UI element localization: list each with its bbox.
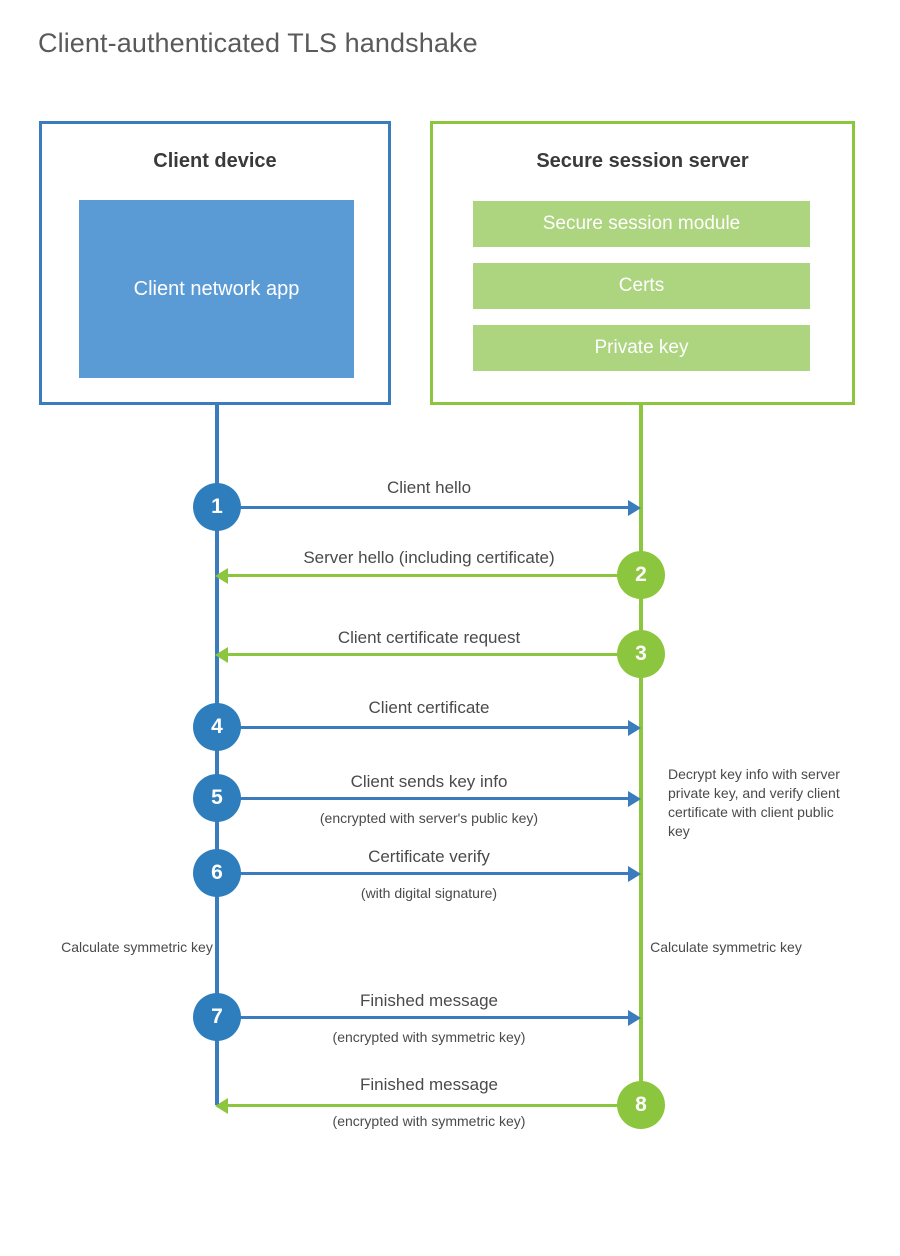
- server-lifeline: [639, 405, 643, 1105]
- step-3-circle: 3: [617, 630, 665, 678]
- step-8-label: Finished message: [360, 1075, 498, 1094]
- step-4-circle: 4: [193, 703, 241, 751]
- step-2-circle: 2: [617, 551, 665, 599]
- step-4-arrow-head-icon: [628, 720, 641, 736]
- step-3-label: Client certificate request: [337, 628, 521, 647]
- step-8-sublabel: (encrypted with symmetric key): [332, 1113, 526, 1129]
- step-6-circle: 6: [193, 849, 241, 897]
- step-2-arrow-line: [228, 574, 641, 577]
- step-7-label: Finished message: [360, 991, 498, 1010]
- step-5-sublabel: (encrypted with server's public key): [319, 810, 539, 826]
- server-component-secure-session-module: Secure session module: [473, 201, 810, 247]
- step-7-arrow-head-icon: [628, 1010, 641, 1026]
- step-6-arrow-line: [217, 872, 629, 875]
- step-7-circle: 7: [193, 993, 241, 1041]
- server-calculate-symmetric-key-annotation: Calculate symmetric key: [650, 939, 802, 955]
- step-8-arrow-line: [228, 1104, 641, 1107]
- step-6-arrow-head-icon: [628, 866, 641, 882]
- step-4-arrow-line: [217, 726, 629, 729]
- step-6-sublabel: (with digital signature): [360, 885, 498, 901]
- client-device-title: Client device: [153, 150, 277, 172]
- secure-session-server-title: Secure session server: [536, 150, 749, 172]
- step-1-circle: 1: [193, 483, 241, 531]
- step-2-arrow-head-icon: [215, 568, 228, 584]
- step-5-arrow-head-icon: [628, 791, 641, 807]
- step-7-sublabel: (encrypted with symmetric key): [332, 1029, 526, 1045]
- page-title: Client-authenticated TLS handshake: [38, 28, 478, 58]
- step-1-arrow-line: [217, 506, 629, 509]
- step-7-arrow-line: [217, 1016, 629, 1019]
- server-component-private-key: Private key: [473, 325, 810, 371]
- step-3-arrow-line: [228, 653, 641, 656]
- step-3-arrow-head-icon: [215, 647, 228, 663]
- step-5-arrow-line: [217, 797, 629, 800]
- step-5-circle: 5: [193, 774, 241, 822]
- step-8-circle: 8: [617, 1081, 665, 1129]
- secure-session-server-box: Secure session server Secure session mod…: [430, 121, 855, 405]
- step-5-label: Client sends key info: [350, 772, 508, 791]
- client-network-app-box: Client network app: [79, 200, 354, 378]
- step-1-label: Client hello: [386, 478, 472, 497]
- client-calculate-symmetric-key-annotation: Calculate symmetric key: [61, 939, 213, 955]
- client-device-box: Client device Client network app: [39, 121, 391, 405]
- server-component-certs: Certs: [473, 263, 810, 309]
- step-4-label: Client certificate: [368, 698, 490, 717]
- step-2-label: Server hello (including certificate): [303, 548, 555, 567]
- client-lifeline: [215, 405, 219, 1105]
- step-1-arrow-head-icon: [628, 500, 641, 516]
- server-decrypt-annotation: Decrypt key info with server private key…: [668, 766, 840, 839]
- step-8-arrow-head-icon: [215, 1098, 228, 1114]
- step-6-label: Certificate verify: [368, 847, 490, 866]
